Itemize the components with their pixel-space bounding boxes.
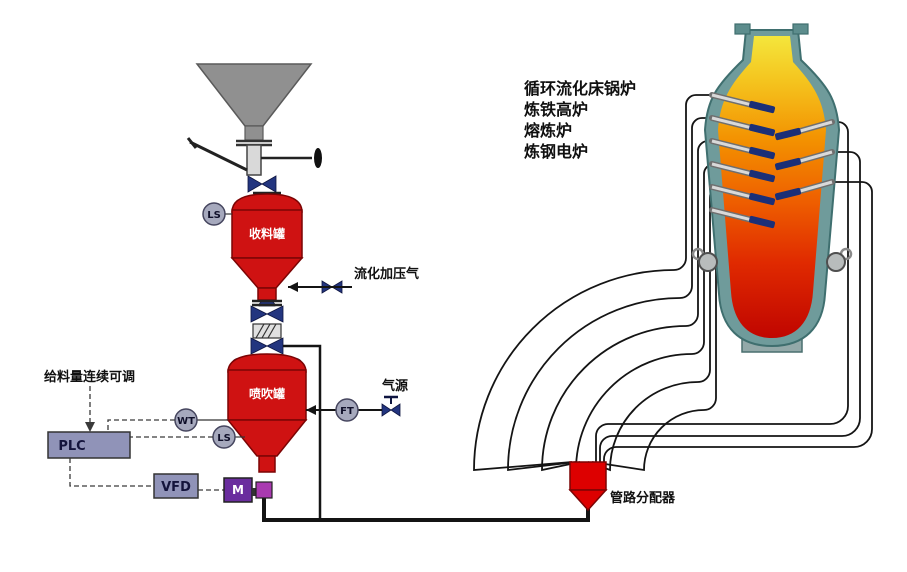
application-item: 炼钢电炉: [524, 142, 588, 161]
rotary-feeder: [255, 481, 273, 499]
feed-adjust-label: 给料量连续可调: [44, 369, 135, 385]
pressure-equalizing-pipe: [283, 344, 322, 520]
arrow-icon: [85, 422, 95, 432]
gate-handle-end: [186, 137, 198, 149]
trunnion-left: [698, 252, 718, 272]
hopper-neck: [244, 125, 264, 141]
valve-hopper-outlet: [247, 175, 277, 193]
gate-handle: [189, 140, 248, 172]
fluidizing-gas-label: 流化加压气: [354, 266, 419, 282]
receiving-tank-neck: [257, 287, 277, 301]
vfd-label: VFD: [161, 480, 191, 495]
distribution-pipe: [507, 117, 714, 472]
injection-tank-label: 喷吹罐: [249, 386, 285, 401]
wt-label: WT: [177, 416, 195, 427]
lance: [709, 115, 776, 137]
injection-tank-body: [227, 369, 307, 421]
feed-hopper: [186, 63, 322, 176]
receiving-tank-label: 收料罐: [249, 226, 285, 241]
handwheel-icon: [314, 148, 322, 168]
trunnion-right: [826, 252, 846, 272]
plc-box: [47, 431, 131, 459]
lance: [709, 138, 776, 160]
furnace-lip-left: [734, 23, 751, 35]
motor-box: [223, 477, 253, 503]
arrow-icon: [306, 405, 316, 415]
furnace-lip-right: [792, 23, 809, 35]
distributor-cone: [568, 489, 608, 512]
lance: [774, 149, 835, 171]
lance: [774, 179, 835, 201]
plc-label: PLC: [58, 439, 85, 454]
furnace: [691, 23, 853, 353]
application-item: 炼铁高炉: [524, 100, 588, 119]
arrow-icon: [288, 282, 298, 292]
instruments: LS WT LS FT: [174, 202, 359, 449]
receiving-tank-body: [231, 209, 303, 259]
distributor-label: 管路分配器: [610, 490, 676, 506]
lance: [774, 119, 835, 141]
motor-label: M: [232, 483, 244, 497]
applications-list: 循环流化床锅炉 炼铁高炉 熔炼炉 炼钢电炉: [524, 79, 636, 161]
injection-tank-dome: [227, 353, 307, 373]
receiving-tank: [230, 191, 304, 301]
lance: [709, 184, 776, 206]
expansion-hatch: [255, 323, 265, 339]
fluidizing-gas-line: 流化加压气: [288, 266, 419, 292]
level-switch-upper: [202, 202, 226, 226]
flow-transmitter: [335, 398, 359, 422]
expansion-hatch: [267, 323, 277, 339]
distribution-pipe: [575, 163, 718, 473]
motor-shaft: [252, 488, 256, 496]
distribution-pipe: [595, 121, 849, 462]
conveying-pipe: [262, 498, 590, 522]
distribution-pipe: [473, 94, 716, 471]
distribution-pipe: [603, 181, 873, 462]
injection-tank-outlet: [258, 455, 276, 473]
injection-lances: [709, 92, 835, 229]
distribution-pipe: [541, 140, 716, 472]
ls-upper-label: LS: [207, 210, 221, 221]
lance: [709, 161, 776, 183]
distribution-pipes: [473, 94, 873, 473]
control-signal: [69, 458, 154, 487]
control-signal: [107, 419, 175, 432]
expansion-hatch: [261, 323, 271, 339]
inlet-pipe: [246, 144, 262, 176]
distribution-pipe: [599, 151, 861, 462]
injection-tank: [226, 353, 308, 473]
application-item: 循环流化床锅炉: [524, 79, 636, 98]
pipe-distributor: [568, 461, 608, 512]
lance: [709, 207, 776, 229]
injection-tank-cone: [226, 419, 308, 457]
gas-source-label: 气源: [382, 378, 408, 394]
receiving-tank-dome: [231, 193, 303, 213]
vfd-box: [153, 473, 199, 499]
lance: [709, 92, 776, 114]
furnace-interior: [718, 36, 826, 338]
control-system: 给料量连续可调 PLC VFD M: [44, 369, 273, 503]
vessels: [226, 191, 308, 473]
application-item: 熔炼炉: [524, 121, 572, 140]
ft-label: FT: [340, 406, 354, 417]
distributor-body: [569, 461, 607, 491]
valve-gas-source: [381, 395, 401, 417]
intertank-stack: [252, 299, 282, 339]
ls-lower-label: LS: [217, 433, 231, 444]
